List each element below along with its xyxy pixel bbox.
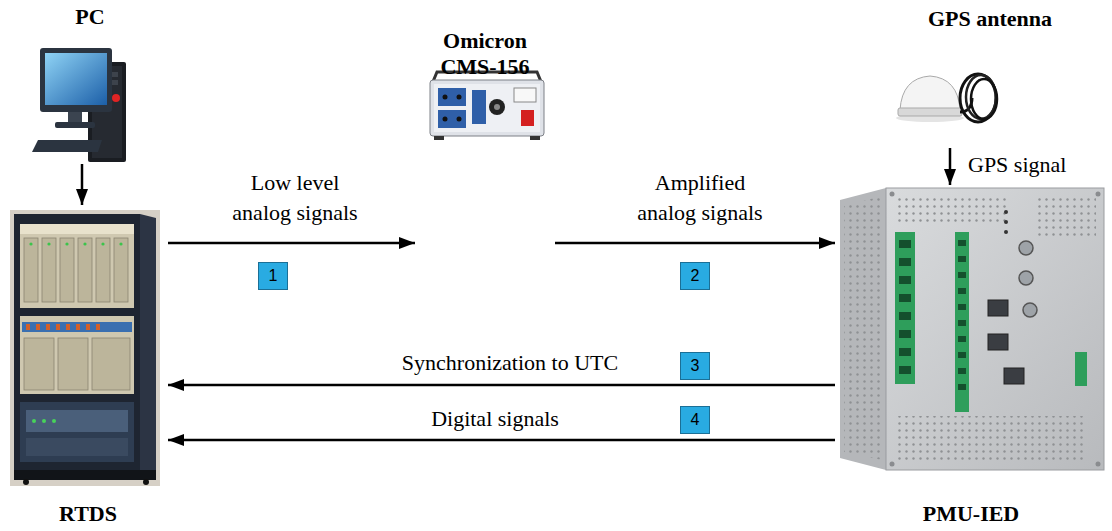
device-label: RTDS — [59, 501, 117, 527]
device-label: PC — [75, 4, 104, 30]
signal-arrow — [168, 439, 835, 442]
signal-label: GPS signal — [968, 150, 1098, 180]
device-node: Omicron CMS-156 — [415, 28, 555, 253]
signal-arrow — [81, 164, 84, 205]
device-label: GPS antenna — [928, 6, 1052, 32]
signal-label: Amplified analog signals — [625, 168, 775, 228]
pmu-ied-photo — [840, 188, 1104, 470]
signal-arrow — [168, 384, 835, 387]
signal-arrow — [555, 242, 835, 245]
signal-label: Synchronization to UTC — [360, 348, 660, 378]
device-label: Omicron CMS-156 — [425, 28, 545, 80]
omicron-amplifier-icon — [430, 72, 544, 140]
callout-number: 3 — [680, 352, 710, 380]
device-label: PMU-IED — [923, 501, 1020, 527]
signal-label: Low level analog signals — [220, 168, 370, 228]
callout-number: 1 — [258, 262, 288, 290]
device-node: PMU-IED — [835, 185, 1107, 527]
signal-arrow — [949, 148, 952, 185]
gps-antenna-icon — [896, 74, 997, 122]
device-node: RTDS — [8, 205, 168, 527]
callout-number: 2 — [680, 262, 710, 290]
device-node: PC — [30, 4, 150, 164]
callout-number: 4 — [680, 406, 710, 434]
signal-arrow — [168, 242, 415, 245]
rtds-rack-photo — [10, 210, 160, 486]
signal-label: Digital signals — [395, 404, 595, 434]
pc-icon — [32, 48, 126, 162]
device-node: GPS antenna — [880, 6, 1100, 148]
